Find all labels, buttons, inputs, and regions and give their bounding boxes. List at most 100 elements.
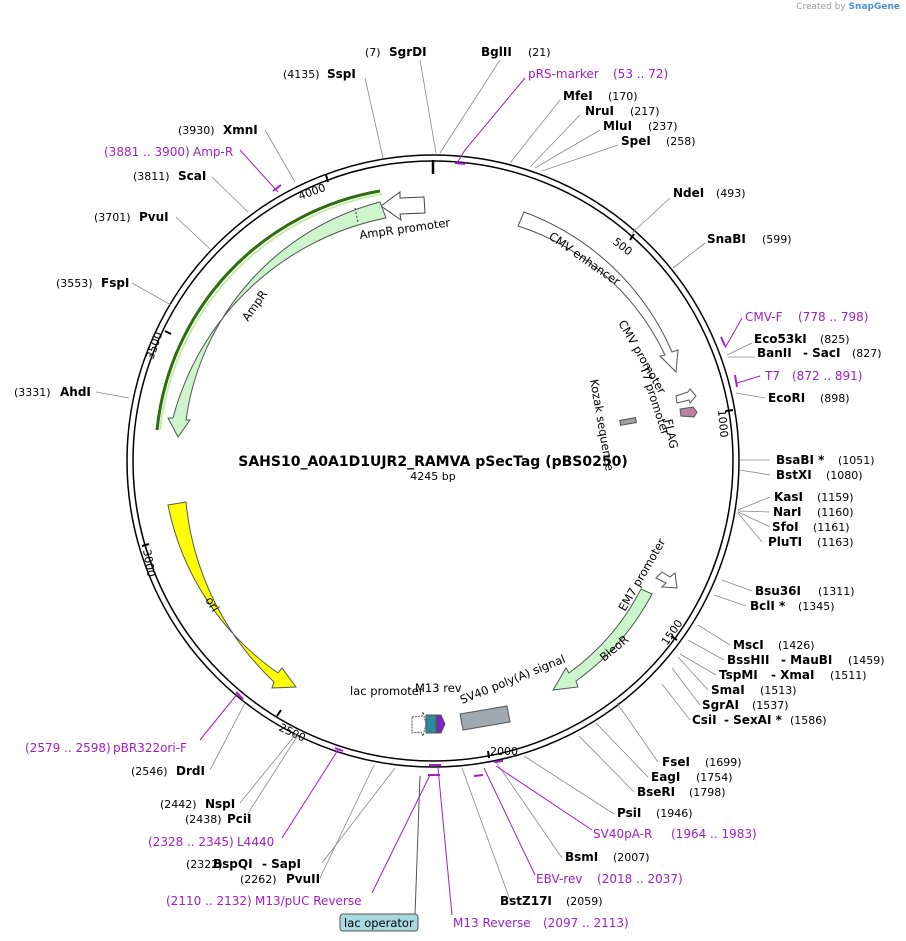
ampr-highlight [155, 189, 381, 431]
pos-mlui: (237) [648, 120, 678, 133]
lac-operator-badge[interactable] [339, 913, 419, 932]
enzyme-sgrai[interactable]: SgrAI [702, 698, 739, 712]
enzyme-mlui[interactable]: MluI [603, 119, 632, 133]
enzyme-bsu36i[interactable]: Bsu36I [755, 584, 801, 598]
enzyme-bstxi[interactable]: BstXI [776, 468, 812, 482]
enzyme-xmai[interactable]: - XmaI [771, 668, 814, 682]
enzyme-nspi[interactable]: NspI [205, 797, 235, 811]
enzyme-nari[interactable]: NarI [773, 505, 802, 519]
lac-operator-box [425, 714, 437, 734]
leader-bsu36i [721, 579, 753, 592]
leader-scai [211, 176, 249, 213]
enzyme-msci[interactable]: MscI [733, 638, 764, 652]
primer-sv40pa-r[interactable]: SV40pA-R [593, 827, 652, 841]
enzyme-bseri[interactable]: BseRI [637, 785, 675, 799]
leader-pbr322ori-f [199, 692, 239, 741]
enzyme-ahdi[interactable]: AhdI [60, 385, 91, 399]
enzyme-bsabi[interactable]: BsaBI * [776, 453, 825, 467]
pos-bspqi: (2322) [186, 858, 223, 871]
leader-nrui [529, 114, 581, 168]
enzyme-snabi[interactable]: SnaBI [707, 232, 746, 246]
leader-bseri [578, 735, 635, 793]
enzyme-bcli[interactable]: BclI * [750, 599, 786, 613]
ampr-arrow [167, 201, 387, 438]
mark-ebv-rev [473, 774, 484, 777]
enzyme-pluti[interactable]: PluTI [768, 535, 802, 549]
leader-amp-r [239, 149, 279, 193]
leader-ahdi [95, 391, 130, 399]
enzyme-sspi[interactable]: SspI [327, 67, 356, 81]
enzyme-banii[interactable]: BanII [757, 346, 792, 360]
tick-3500: 3500 [144, 330, 166, 361]
tick-3000: 3000 [140, 548, 158, 578]
pos-smai: (1513) [760, 684, 797, 697]
enzyme-xmni[interactable]: XmnI [223, 123, 258, 137]
tick-mark-2000 [487, 750, 490, 759]
primer-pbr322ori-f[interactable]: pBR322ori-F [113, 741, 187, 755]
enzyme-psii[interactable]: PsiI [617, 806, 641, 820]
enzyme-nrui[interactable]: NruI [585, 104, 614, 118]
enzyme-smai[interactable]: SmaI [711, 683, 745, 697]
enzyme-tspmi[interactable]: TspMI [719, 668, 758, 682]
pos-sgrdi: (7) [365, 46, 381, 59]
mark-l4440 [334, 747, 344, 752]
enzyme-ndei[interactable]: NdeI [673, 186, 704, 200]
leader-sgrdi [419, 59, 437, 154]
enzyme-sexai[interactable]: - SexAI * [724, 713, 783, 727]
pos-ndei: (493) [716, 187, 746, 200]
pos-fsei: (1699) [705, 756, 742, 769]
primer-ebv-rev[interactable]: EBV-rev [536, 872, 582, 886]
primer-l4440[interactable]: L4440 [237, 835, 274, 849]
leader-tspmi [679, 653, 717, 676]
enzyme-eco53ki[interactable]: Eco53kI [754, 332, 807, 346]
pos-pvui: (3701) [94, 211, 131, 224]
leader-sfoi [737, 511, 771, 528]
enzyme-pvui[interactable]: PvuI [139, 210, 169, 224]
primer-t7[interactable]: T7 [764, 369, 780, 383]
enzyme-fsei[interactable]: FseI [662, 755, 690, 769]
pos-saci: (827) [852, 347, 882, 360]
mark-sv40pa-r [493, 760, 504, 763]
em7-promoter-arrow [655, 571, 678, 589]
enzyme-maubi[interactable]: - MauBI [781, 653, 832, 667]
enzyme-sgrdi[interactable]: SgrDI [389, 45, 427, 59]
primer-m13-reverse[interactable]: M13 Reverse [453, 916, 531, 930]
primer-prs-marker[interactable]: pRS-marker [528, 67, 599, 81]
leader-pvuii [319, 764, 375, 879]
enzyme-bspqi[interactable]: BspQI [213, 857, 253, 871]
bleor-arrow [552, 588, 653, 691]
enzyme-mfei[interactable]: MfeI [563, 89, 593, 103]
enzyme-scai[interactable]: ScaI [178, 169, 206, 183]
tick-mark-4000 [325, 174, 329, 183]
enzyme-bglii[interactable]: BglII [481, 45, 512, 59]
primer-leaders [199, 77, 761, 916]
label-flag: FLAG [661, 418, 681, 450]
primer-cmv-f[interactable]: CMV-F [745, 310, 783, 324]
primer-m13-puc[interactable]: M13/pUC Reverse [255, 894, 362, 908]
leader-drdi [209, 702, 246, 771]
m13-rev-arrow [436, 714, 446, 734]
enzyme-sfoi[interactable]: SfoI [772, 520, 799, 534]
enzyme-bsmi[interactable]: BsmI [565, 850, 598, 864]
enzyme-ecori[interactable]: EcoRI [768, 391, 805, 405]
plasmid-length: 4245 bp [410, 470, 455, 483]
primer-amp-r[interactable]: Amp-R [193, 145, 233, 159]
enzyme-pcii[interactable]: PciI [227, 812, 252, 826]
enzyme-fspi[interactable]: FspI [101, 276, 129, 290]
leader-psii [523, 755, 615, 815]
enzyme-pvuii[interactable]: PvuII [286, 872, 320, 886]
enzyme-bstz17i[interactable]: BstZ17I [500, 894, 552, 908]
enzyme-drdi[interactable]: DrdI [176, 764, 205, 778]
enzyme-kasi[interactable]: KasI [774, 490, 803, 504]
enzyme-spei[interactable]: SpeI [621, 134, 651, 148]
enzyme-csii[interactable]: CsiI [692, 713, 717, 727]
pos-ecori: (898) [820, 392, 850, 405]
enzyme-sapi[interactable]: - SapI [262, 857, 301, 871]
leader-fsei [616, 702, 659, 763]
pos-fspi: (3553) [56, 277, 93, 290]
enzyme-saci[interactable]: - SacI [803, 346, 840, 360]
enzyme-bsshii[interactable]: BssHII [727, 653, 769, 667]
leader-bstxi [739, 469, 771, 476]
pos-eagi: (1754) [696, 771, 733, 784]
enzyme-eagi[interactable]: EagI [651, 770, 680, 784]
